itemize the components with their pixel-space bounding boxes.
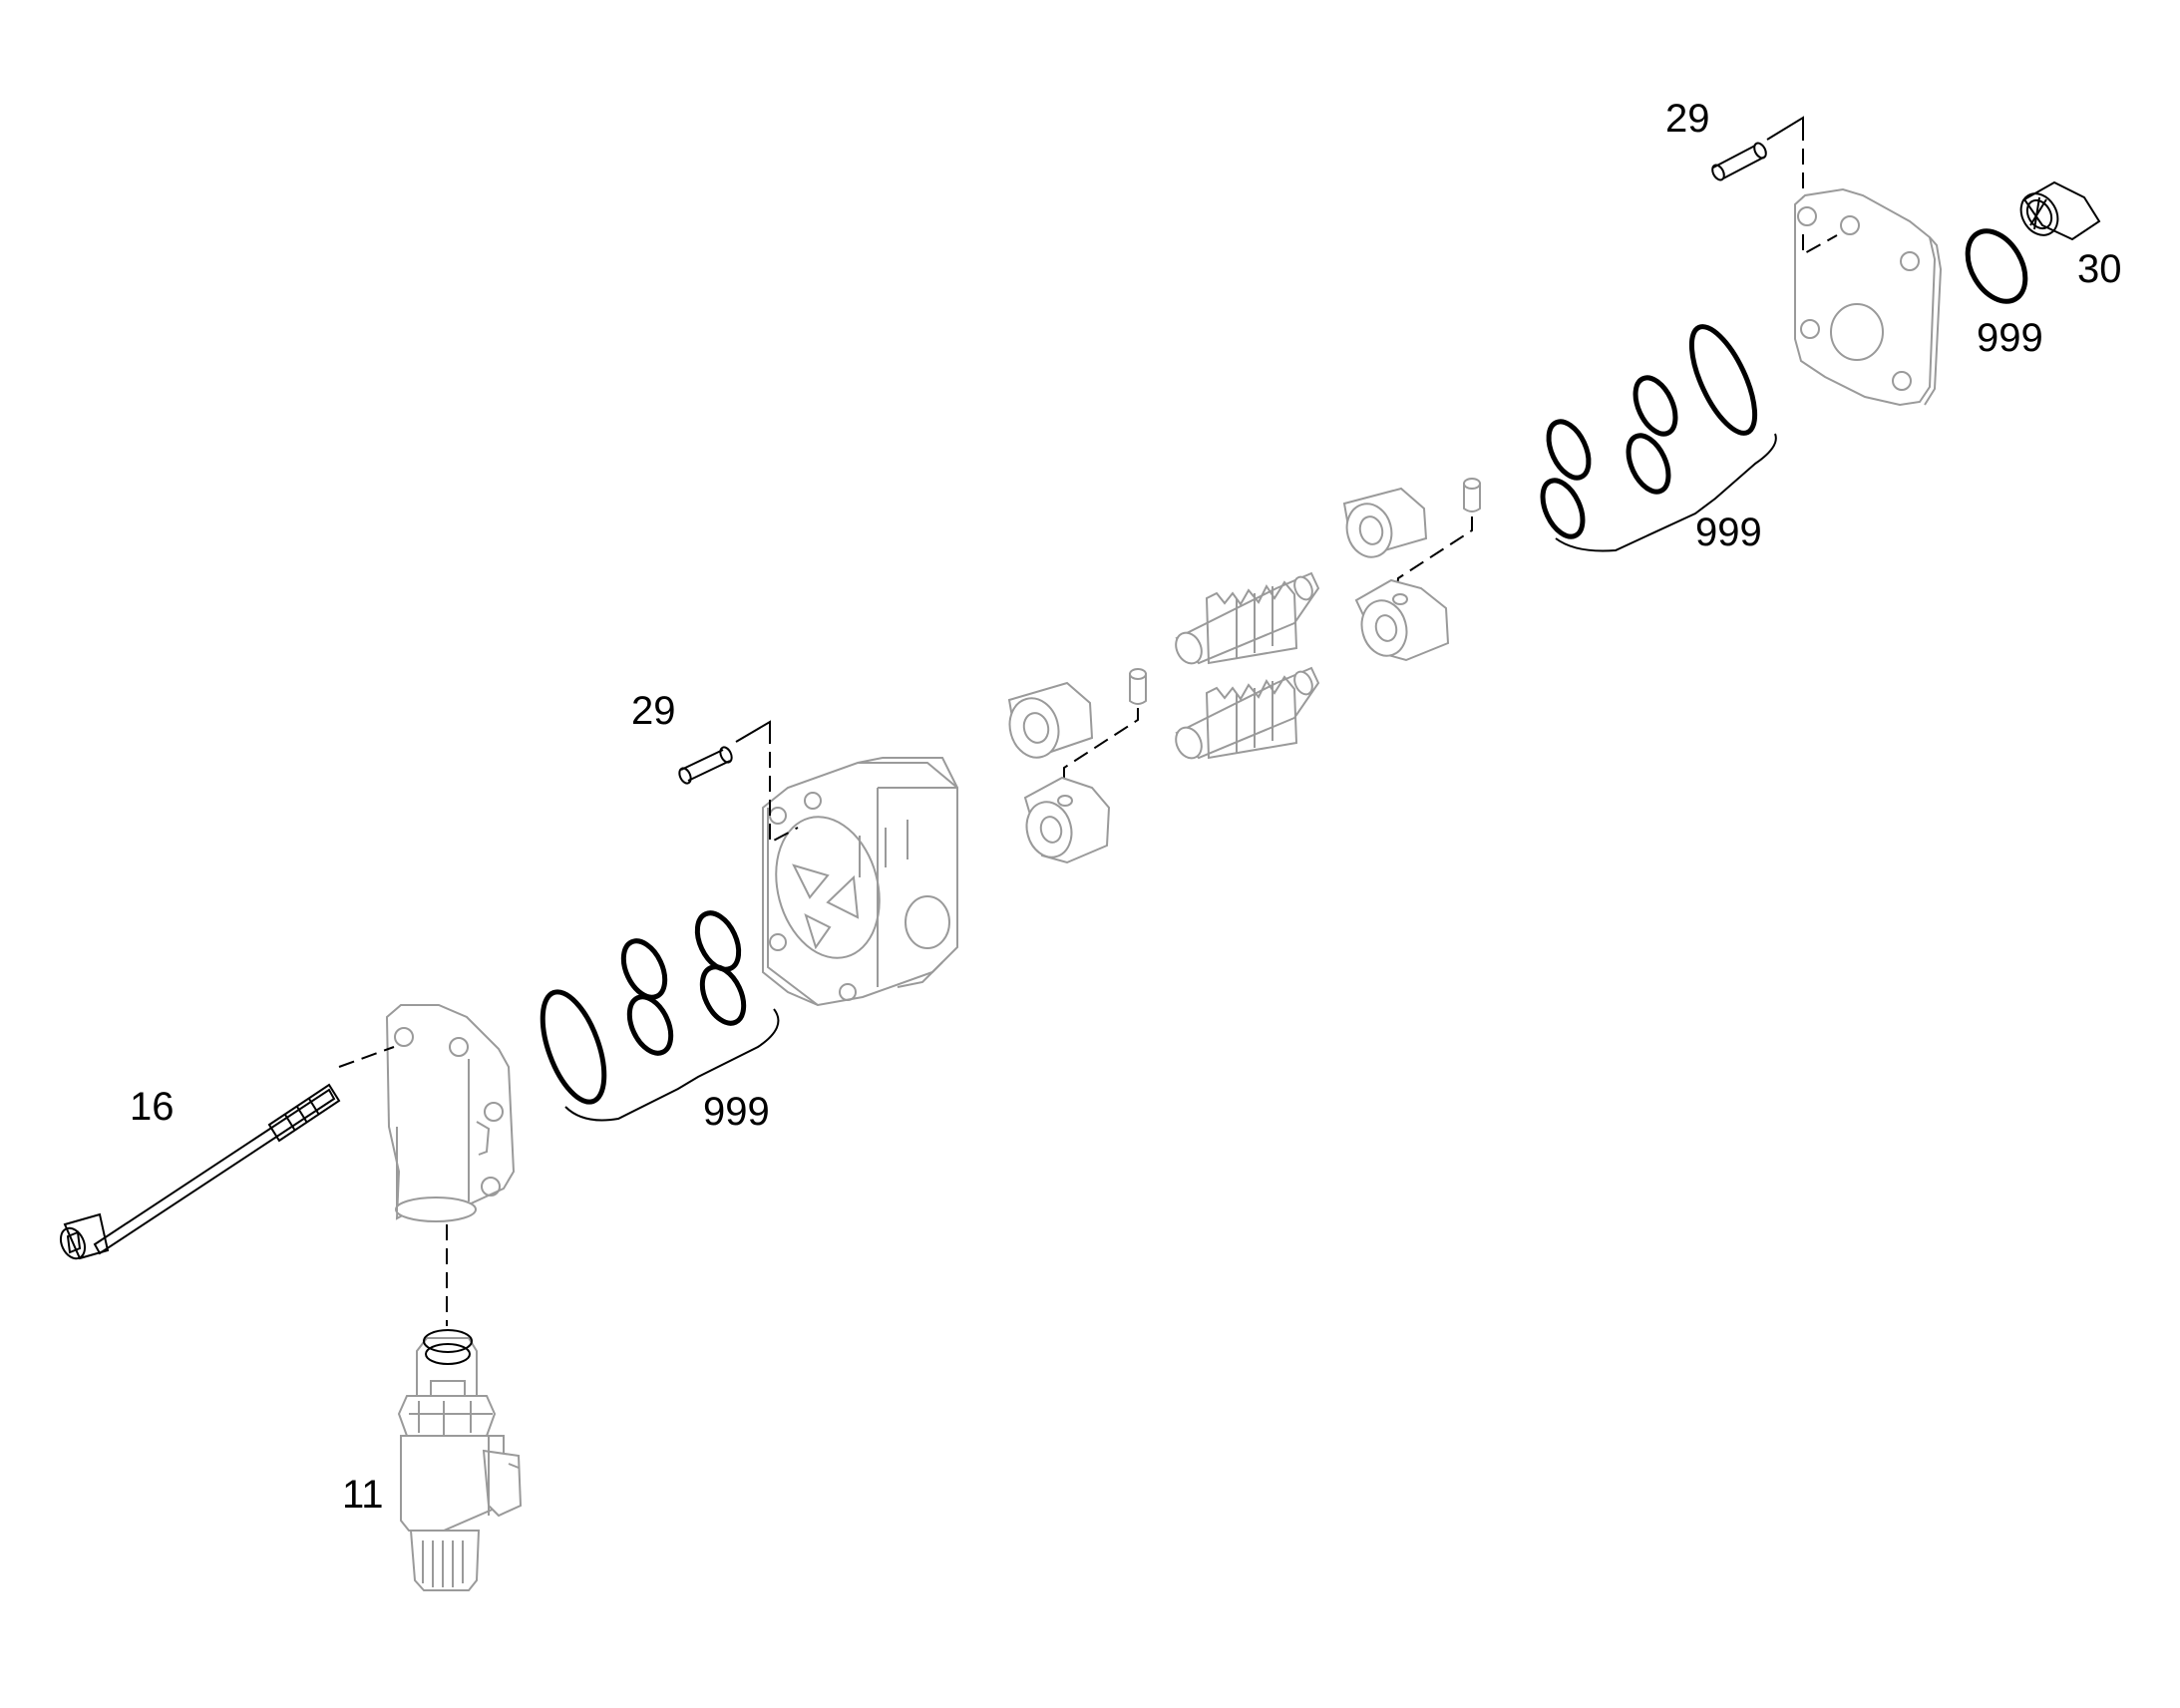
bushing-lower-left-icon [1023, 776, 1111, 864]
label-999-top-right: 999 [1977, 316, 2043, 360]
label-30: 30 [2077, 247, 2122, 291]
label-29-top: 29 [1665, 97, 1710, 141]
bushing-upper-right-icon [1342, 487, 1428, 558]
dowel-pin-middle-icon [1129, 668, 1147, 705]
dash-bolt-to-flange [338, 1046, 395, 1068]
dash-29-middle [769, 728, 799, 845]
drive-gear-upper-icon [1175, 571, 1320, 665]
needle-bushing-icon [2019, 180, 2101, 241]
pin-top-icon [1711, 142, 1767, 181]
pump-housing-icon [762, 757, 958, 1007]
label-999-upper-middle: 999 [1695, 511, 1762, 554]
dowel-pin-right-icon [1463, 478, 1481, 512]
valve-cartridge-icon [397, 1329, 523, 1591]
dash-into-cover [1802, 234, 1838, 256]
label-11: 11 [342, 1473, 384, 1517]
dash-pin-right [1395, 516, 1473, 599]
rear-cover-plate-icon [1794, 187, 1943, 407]
o-ring-right-icon [1965, 228, 2028, 304]
bushing-lower-right-icon [1354, 578, 1450, 662]
pin-middle-icon [678, 746, 733, 785]
bushing-upper-left-icon [1007, 681, 1094, 759]
driven-gear-lower-icon [1175, 666, 1320, 760]
front-flange-icon [385, 1004, 516, 1222]
leader-29-top [1766, 116, 1804, 141]
dash-pin-middle [1063, 708, 1139, 798]
bracket-999-upper [1555, 433, 1777, 552]
bracket-999-lower [564, 1008, 780, 1122]
seal-set-lower-icon [540, 910, 747, 1105]
label-16: 16 [130, 1085, 175, 1129]
seal-set-upper-icon [1540, 324, 1758, 539]
bolt-icon [59, 1083, 341, 1260]
label-29-middle: 29 [631, 689, 676, 733]
label-999-lower: 999 [703, 1090, 770, 1134]
leader-29-middle [735, 720, 771, 743]
